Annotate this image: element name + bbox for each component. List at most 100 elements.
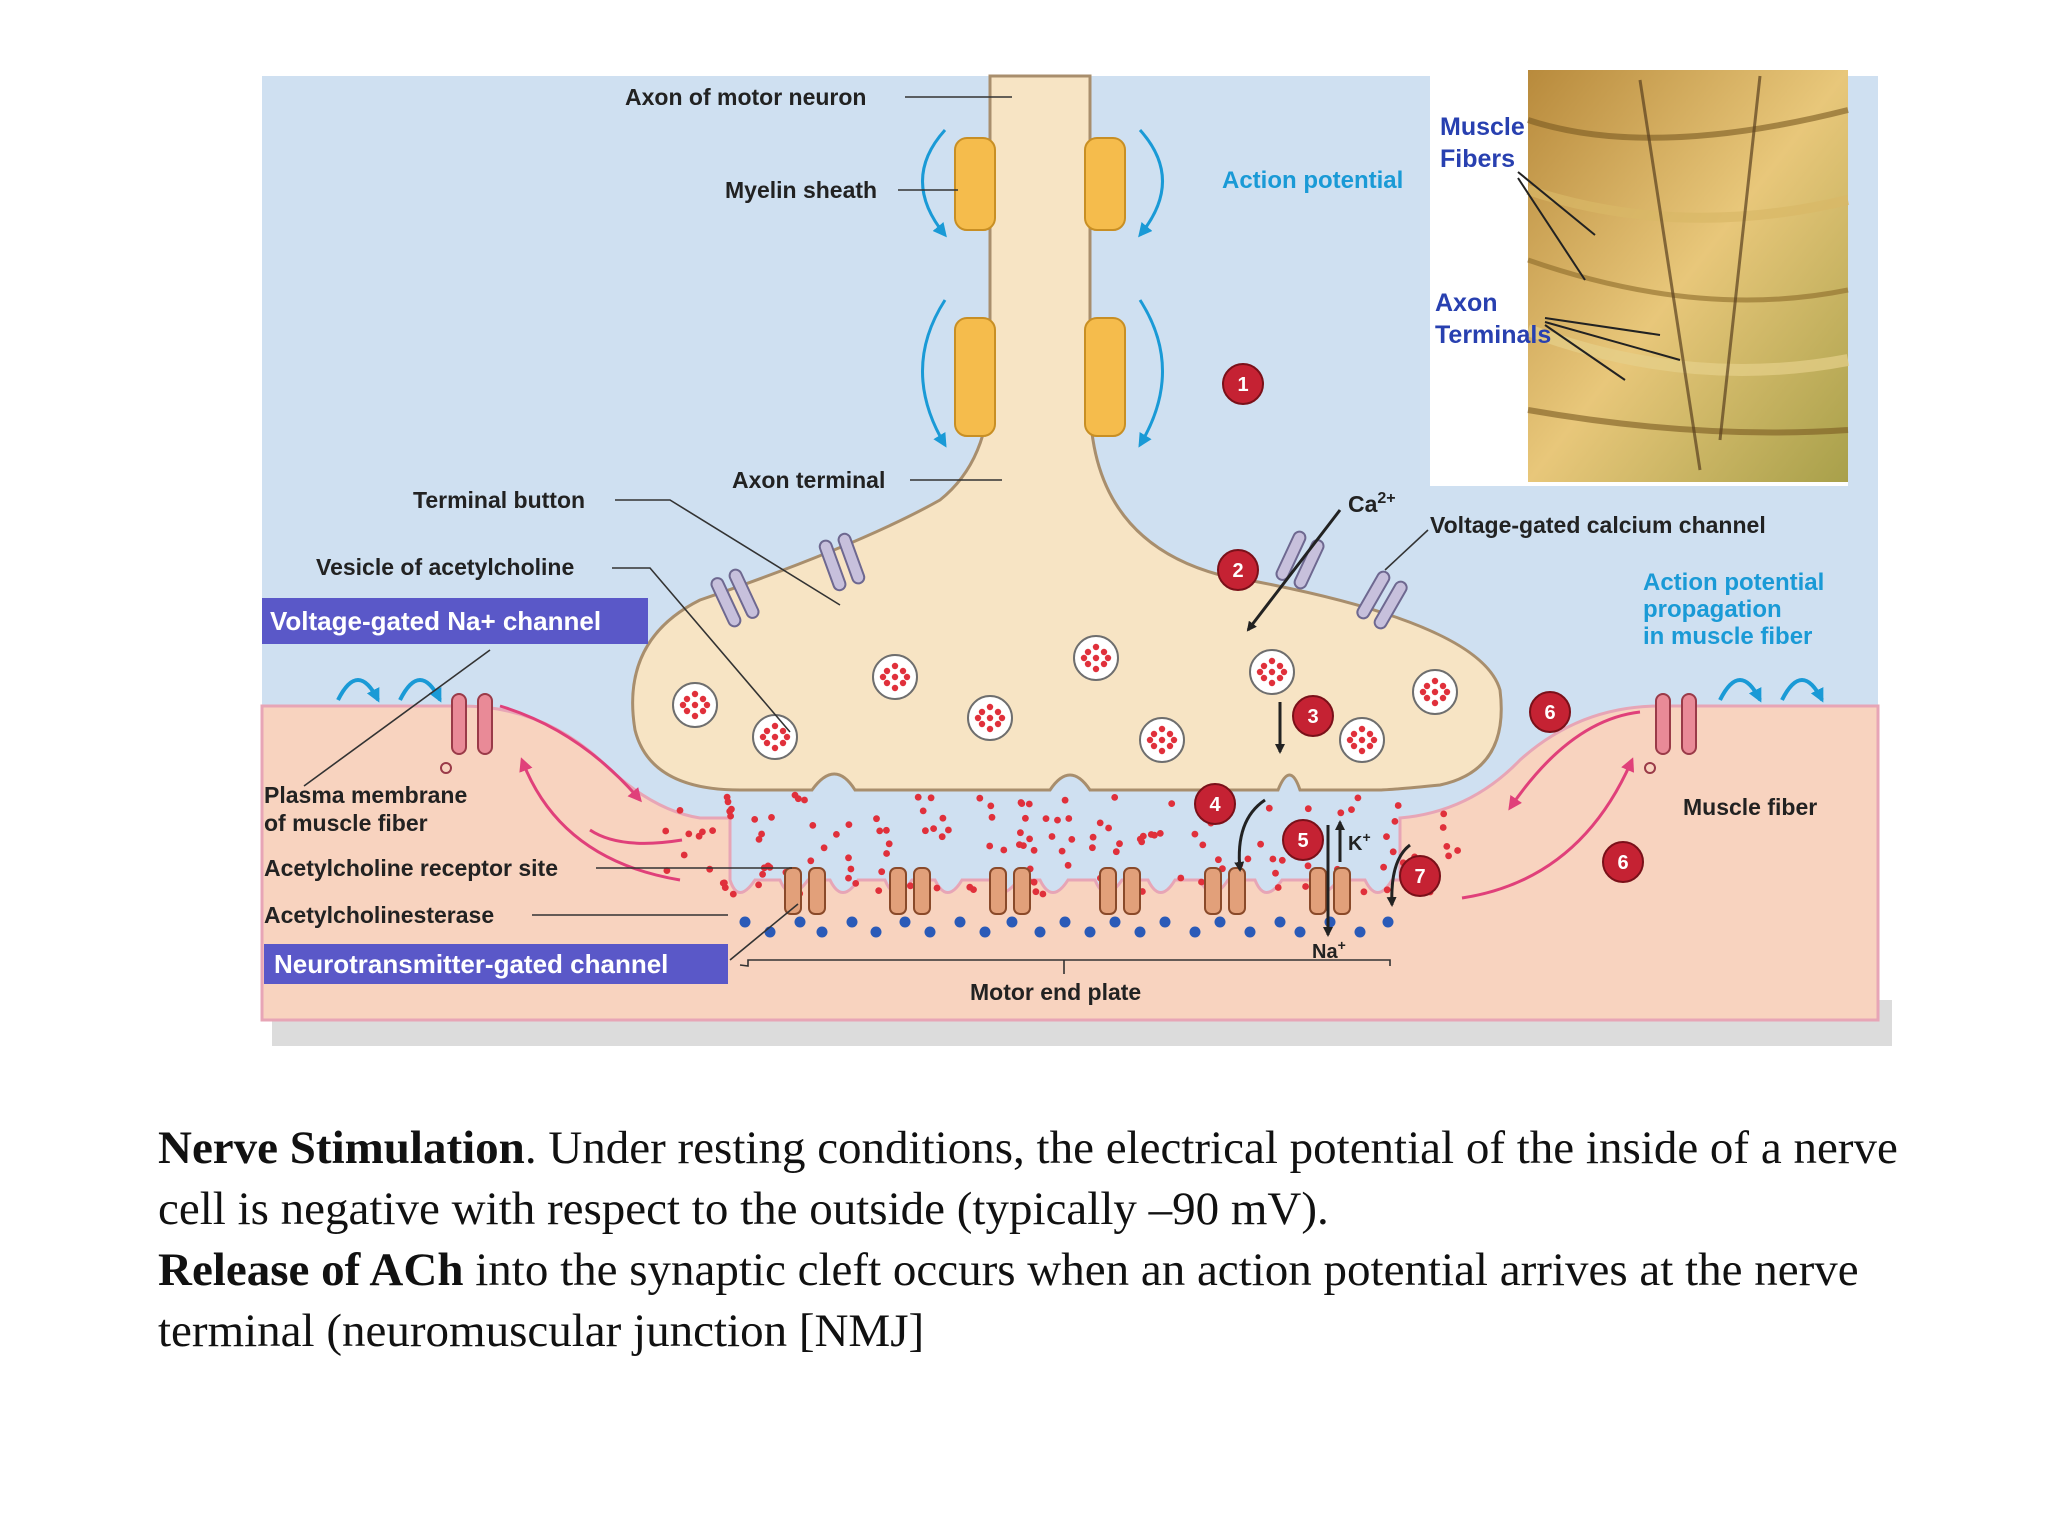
acetylcholine-molecule: [1265, 804, 1273, 812]
acetylcholine-molecule: [699, 828, 706, 836]
acetylcholine-molecule: [751, 816, 759, 823]
acetylcholinesterase-enzyme: [924, 926, 936, 938]
acetylcholine-molecule: [1443, 843, 1451, 850]
acetylcholine-molecule: [933, 884, 941, 892]
current-arrow: [499, 704, 642, 803]
acetylcholine-molecule: [845, 874, 852, 882]
label-neurotransmitter-gated-channel: Neurotransmitter-gated channel: [274, 949, 668, 979]
acetylcholine-molecule: [728, 805, 735, 813]
svg-text:6: 6: [1544, 702, 1555, 724]
label-ap-propagation-2: propagation: [1643, 596, 1782, 623]
acetylcholine-molecule: [1017, 829, 1024, 837]
acetylcholine-molecule: [876, 827, 884, 835]
acetylcholine-vesicle: [1073, 635, 1119, 681]
label-axon-terminals-2: Terminals: [1435, 321, 1551, 349]
label-voltage-gated-calcium-channel: Voltage-gated calcium channel: [1430, 512, 1766, 538]
exocytosis-arrow: [1234, 798, 1266, 872]
acetylcholine-molecule: [1394, 802, 1402, 809]
action-potential-arrow: [921, 299, 947, 448]
acetylcholine-molecule: [662, 827, 670, 835]
acetylcholine-molecule: [847, 865, 855, 873]
acetylcholine-molecule: [680, 851, 688, 859]
acetylcholine-molecule: [1454, 847, 1461, 854]
acetylcholine-molecule: [685, 830, 693, 838]
acetylcholinesterase-enzyme: [1006, 916, 1018, 928]
acetylcholine-molecule: [1016, 841, 1023, 848]
label-terminal-button: Terminal button: [413, 487, 585, 513]
acetylcholine-molecule: [1302, 883, 1309, 890]
acetylcholine-molecule: [878, 868, 886, 876]
acetylcholinesterase-enzyme: [1382, 916, 1394, 928]
acetylcholine-molecule: [1389, 848, 1397, 856]
acetylcholinesterase-enzyme: [1244, 926, 1256, 938]
acetylcholine-vesicle: [752, 714, 798, 760]
label-muscle-fibers-2: Fibers: [1440, 145, 1515, 173]
acetylcholine-molecule: [987, 802, 995, 810]
acetylcholine-molecule: [833, 831, 840, 838]
current-arrow: [519, 757, 681, 882]
acetylcholine-molecule: [1191, 830, 1199, 838]
acetylcholinesterase-enzyme: [1134, 926, 1146, 938]
acetylcholine-molecule: [922, 827, 929, 835]
acetylcholine-molecule: [768, 814, 775, 821]
vesicle-group: [672, 635, 1458, 763]
acetylcholinesterase-enzyme: [1274, 916, 1286, 928]
acetylcholine-vesicle: [1139, 717, 1185, 763]
muscle-action-potential-arrow: [398, 678, 442, 703]
acetylcholinesterase-enzyme: [1324, 916, 1336, 928]
step-5-marker: 5: [1282, 819, 1324, 861]
acetylcholine-molecule: [809, 822, 817, 829]
caption-paragraph-2: Release of ACh into the synaptic cleft o…: [158, 1240, 1958, 1362]
acetylcholine-molecule: [1337, 809, 1345, 817]
step-1-marker: 1: [1222, 363, 1264, 405]
acetylcholine-receptor: [1099, 867, 1141, 915]
label-potassium-ion: K+: [1348, 829, 1371, 855]
label-muscle-fiber: Muscle fiber: [1683, 794, 1817, 820]
svg-text:5: 5: [1297, 830, 1308, 852]
acetylcholinesterase-enzyme: [954, 916, 966, 928]
acetylcholine-molecule: [1018, 800, 1026, 807]
acetylcholine-molecule: [1269, 855, 1277, 863]
acetylcholinesterase-enzyme: [794, 916, 806, 928]
acetylcholine-molecule: [1065, 815, 1073, 822]
muscle-action-potential-arrow: [336, 678, 380, 703]
leader-lines: [303, 96, 1429, 974]
acetylcholine-molecule: [1112, 848, 1120, 856]
acetylcholine-molecule: [1439, 824, 1447, 831]
acetylcholine-molecule: [988, 813, 996, 821]
acetylcholine-vesicle: [1412, 669, 1458, 715]
acetylcholine-molecule: [1177, 874, 1185, 882]
current-arrow: [1461, 757, 1635, 900]
receptor-group: [784, 867, 1351, 915]
acetylcholine-molecule: [907, 882, 914, 890]
acetylcholine-molecule: [1147, 831, 1155, 838]
acetylcholine-molecule: [1274, 884, 1282, 891]
acetylcholinesterase-enzyme: [1214, 916, 1226, 928]
svg-text:6: 6: [1617, 852, 1628, 874]
acetylcholine-molecule: [939, 814, 947, 822]
acetylcholine-molecule: [758, 830, 765, 838]
acetylcholine-molecule: [1215, 856, 1222, 864]
label-motor-end-plate: Motor end plate: [970, 979, 1141, 1005]
acetylcholine-molecule: [709, 827, 716, 834]
acetylcholine-molecule: [719, 879, 727, 887]
acetylcholine-molecule: [1272, 869, 1279, 877]
svg-text:3: 3: [1307, 706, 1318, 728]
action-potential-arrow: [921, 128, 947, 238]
caption-paragraph-1: Nerve Stimulation. Under resting conditi…: [158, 1118, 1958, 1240]
calcium-channel: [818, 532, 866, 592]
acetylcholine-molecule: [1445, 852, 1452, 860]
acetylcholine-molecule: [1048, 833, 1056, 840]
acetylcholine-molecule: [852, 880, 860, 887]
muscle-fiber-region: [260, 704, 1880, 1022]
acetylcholine-molecule: [1244, 855, 1252, 863]
acetylcholine-molecule: [1440, 810, 1448, 818]
svg-text:7: 7: [1414, 866, 1425, 888]
acetylcholine-molecule: [1116, 840, 1123, 848]
acetylcholinesterase-enzyme: [899, 916, 911, 928]
acetylcholine-molecule: [663, 867, 671, 874]
acetylcholinesterase-enzyme: [1159, 916, 1171, 928]
acetylcholinesterase-enzyme: [1109, 916, 1121, 928]
muscle-action-potential-arrow: [1780, 678, 1824, 703]
acetylcholine-molecule: [986, 842, 994, 850]
